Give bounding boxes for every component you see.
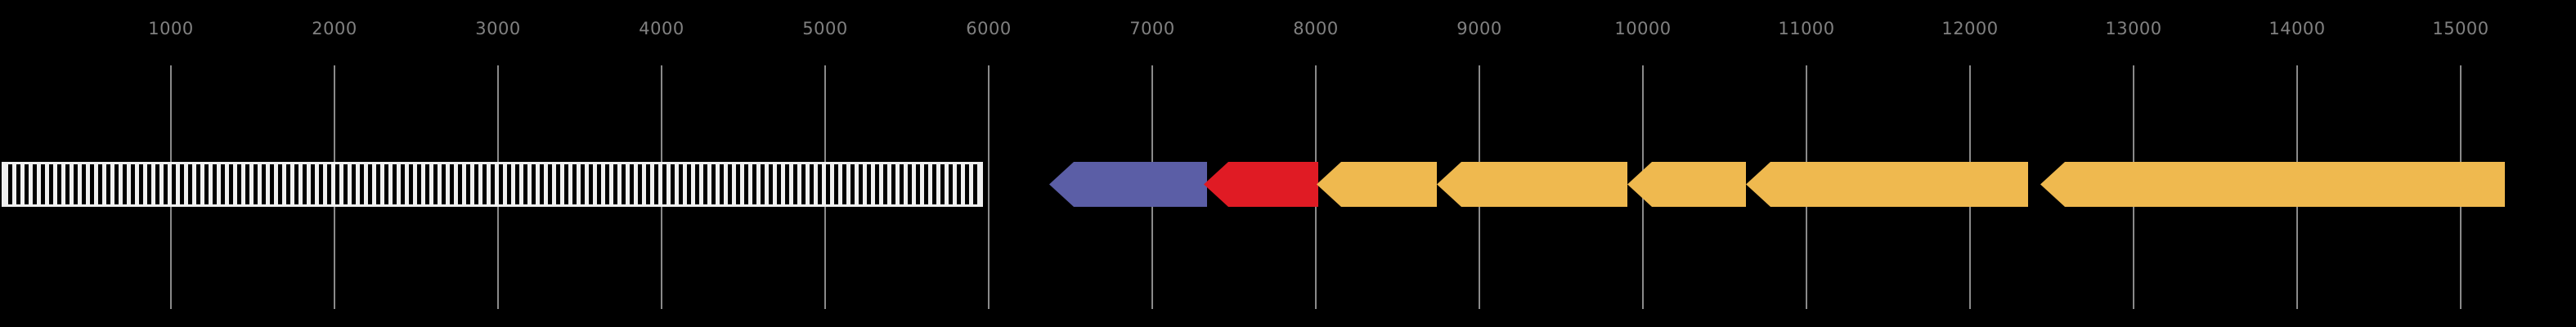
feature-yellow-5[interactable] [2040, 162, 2505, 207]
axis-tick-label: 10000 [1614, 19, 1672, 38]
arrow-left-icon [1317, 162, 1437, 207]
axis-tick-label: 15000 [2432, 19, 2489, 38]
axis-tick-label: 6000 [966, 19, 1012, 38]
axis-tick-label: 2000 [312, 19, 357, 38]
arrow-left-icon [1627, 162, 1746, 207]
arrow-left-icon [1204, 162, 1318, 207]
feature-yellow-3[interactable] [1627, 162, 1746, 207]
arrow-left-icon [1746, 162, 2028, 207]
axis-tick-label: 8000 [1293, 19, 1339, 38]
axis-tick-label: 7000 [1129, 19, 1175, 38]
axis-tick-label: 12000 [1941, 19, 1999, 38]
feature-yellow-1[interactable] [1317, 162, 1437, 207]
axis-tick-label: 5000 [802, 19, 848, 38]
axis-tick-label: 13000 [2105, 19, 2162, 38]
stripe-pattern [4, 164, 981, 204]
axis-tick-label: 1000 [148, 19, 194, 38]
arrow-left-icon [1437, 162, 1627, 207]
arrow-left-icon [1049, 162, 1207, 207]
feature-blue[interactable] [1049, 162, 1207, 207]
axis-tick-label: 3000 [475, 19, 521, 38]
axis-tick-label: 14000 [2269, 19, 2326, 38]
striped-region[interactable] [2, 162, 983, 207]
arrow-left-icon [2040, 162, 2505, 207]
axis-tick-label: 9000 [1456, 19, 1502, 38]
feature-red[interactable] [1204, 162, 1318, 207]
axis-tick-label: 11000 [1778, 19, 1835, 38]
feature-yellow-2[interactable] [1437, 162, 1627, 207]
feature-yellow-4[interactable] [1746, 162, 2028, 207]
axis-tick-label: 4000 [639, 19, 684, 38]
axis-gridline [988, 65, 990, 309]
